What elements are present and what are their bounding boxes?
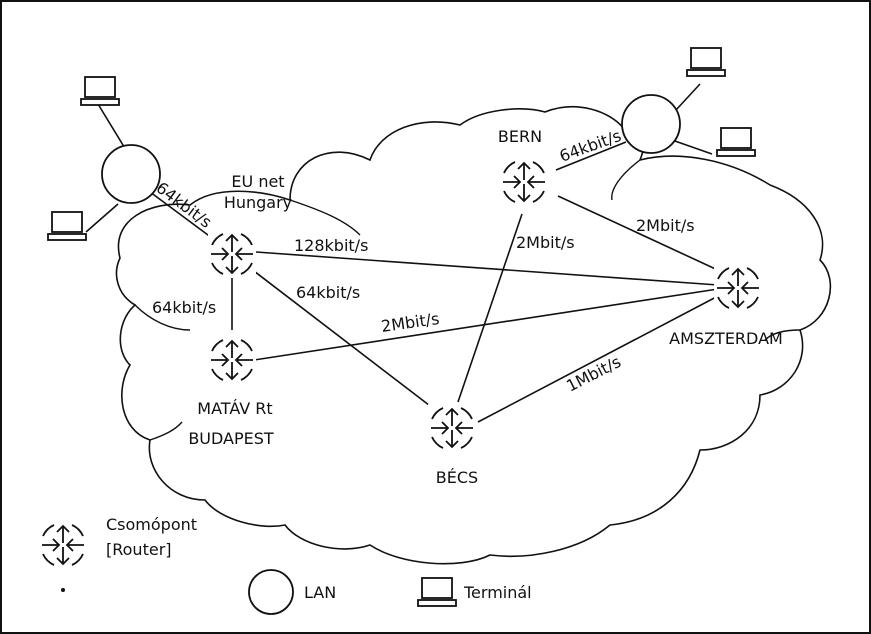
link-eu-amszterdam bbox=[255, 251, 719, 286]
label-eu-net-line2: Hungary bbox=[224, 193, 292, 212]
cloud-inner-arc-4 bbox=[764, 329, 801, 341]
router-matav bbox=[208, 336, 256, 384]
cloud-outline bbox=[115, 106, 832, 565]
link-matav-amszterdam bbox=[253, 288, 719, 361]
terminal-right-bottom-icon bbox=[716, 127, 756, 157]
links bbox=[85, 83, 723, 423]
link-lan-left-terminal-top bbox=[97, 103, 127, 151]
rate-eu-becs: 64kbit/s bbox=[296, 283, 360, 302]
link-lan-left-terminal-bottom bbox=[85, 203, 119, 233]
router-bern bbox=[500, 158, 548, 206]
router-becs bbox=[428, 404, 476, 452]
router-amszterdam bbox=[714, 264, 762, 312]
cloud-inner-arc-3 bbox=[134, 304, 191, 331]
lan-left bbox=[101, 144, 161, 204]
rate-bern-amszterdam: 2Mbit/s bbox=[636, 216, 695, 235]
link-lan-right-terminal-bottom bbox=[671, 139, 713, 155]
link-bern-amszterdam bbox=[557, 195, 723, 273]
legend-router-label-line2: [Router] bbox=[106, 540, 172, 559]
rate-becs-bern: 2Mbit/s bbox=[516, 233, 575, 252]
label-eu-net-line1: EU net bbox=[231, 172, 284, 191]
link-eu-becs bbox=[249, 267, 439, 413]
legend-terminal-label: Terminál bbox=[463, 583, 532, 602]
legend-lan-label: LAN bbox=[304, 583, 336, 602]
label-matav-line1: MATÁV Rt bbox=[197, 399, 272, 418]
rate-eu-amszterdam: 128kbit/s bbox=[294, 236, 368, 255]
legend-router-label-line1: Csomópont bbox=[106, 515, 197, 534]
link-bern-lan bbox=[555, 141, 627, 171]
label-becs: BÉCS bbox=[436, 468, 478, 487]
cloud-inner-arc-5 bbox=[149, 421, 183, 441]
label-amszterdam: AMSZTERDAM bbox=[669, 329, 783, 348]
router-eu-net bbox=[208, 230, 256, 278]
legend-lan-icon bbox=[248, 569, 294, 615]
link-becs-amszterdam bbox=[477, 294, 721, 423]
link-lan-left-eu bbox=[141, 185, 213, 239]
lan-right bbox=[621, 94, 681, 154]
cloud-inner-arc-1 bbox=[289, 199, 361, 236]
stray-dot bbox=[61, 588, 65, 592]
legend: Csomópont [Router] LAN Terminál bbox=[41, 515, 532, 615]
legend-terminal-icon bbox=[417, 577, 457, 607]
terminal-left-top-icon bbox=[80, 76, 120, 106]
link-lan-right-terminal-top bbox=[675, 83, 701, 111]
terminal-left-bottom-icon bbox=[47, 211, 87, 241]
terminal-right-top-icon bbox=[686, 47, 726, 77]
label-matav-line2: BUDAPEST bbox=[188, 429, 274, 448]
cloud-inner-arc-2 bbox=[611, 159, 641, 201]
rate-eu-matav: 64kbit/s bbox=[152, 298, 216, 317]
link-becs-bern bbox=[457, 213, 523, 403]
label-bern: BERN bbox=[498, 127, 542, 146]
